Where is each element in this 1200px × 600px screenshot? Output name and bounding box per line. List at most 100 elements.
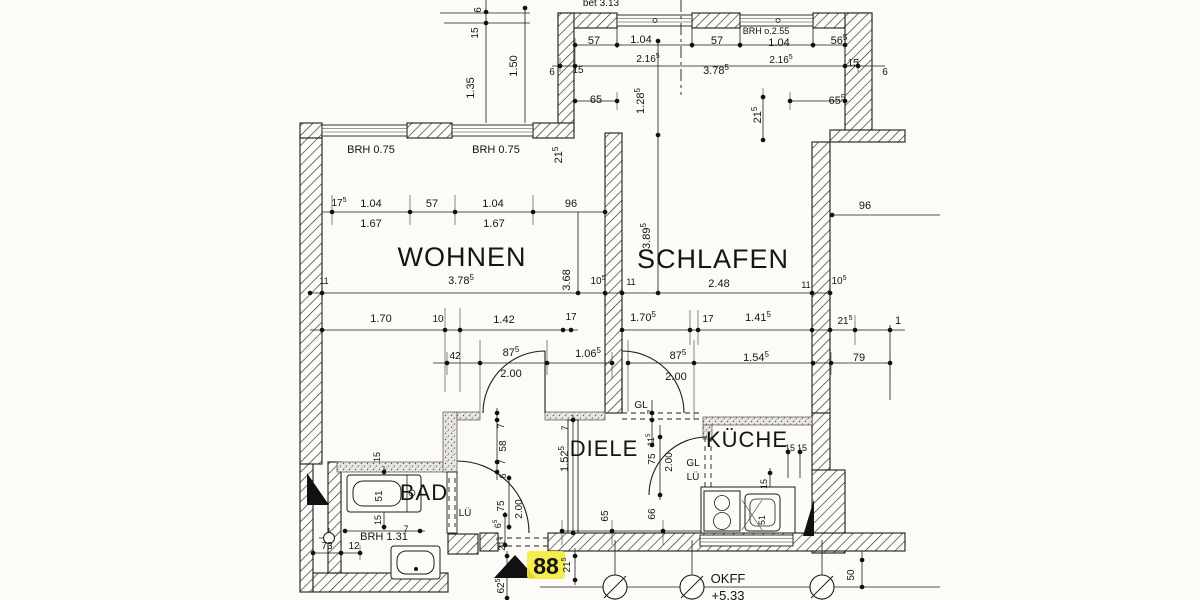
dim-label: 6 — [882, 67, 888, 78]
dim-label: 7 — [403, 524, 408, 534]
dim-label: 2.165 — [769, 54, 792, 66]
room-label-wohnen: WOHNEN — [398, 242, 527, 272]
window — [451, 124, 534, 137]
dim-label: 11 — [801, 280, 810, 290]
dim-label: 3.68 — [561, 269, 573, 290]
wall — [327, 461, 342, 574]
dim-label: 2.48 — [708, 278, 729, 290]
dim-label: 1.04 — [360, 198, 381, 210]
dim-label: 15 — [785, 443, 795, 453]
wall — [844, 12, 873, 142]
wall — [811, 412, 831, 471]
door-arcs — [456, 350, 708, 534]
unit-number-highlight — [527, 551, 565, 579]
window — [321, 124, 408, 137]
dim-label: 1 — [895, 315, 901, 327]
dim-label: 50 — [846, 569, 857, 581]
window — [739, 14, 814, 27]
axis-marker — [602, 574, 628, 600]
dim-label: 58 — [498, 440, 509, 452]
dim-label: 3.785 — [703, 63, 729, 77]
dim-label: 2.00 — [664, 452, 675, 472]
dim-label: 51 — [757, 515, 767, 525]
dim-label: 115 — [646, 433, 656, 446]
dim-label: 57 — [711, 35, 723, 47]
note-label: LÜ — [459, 507, 472, 519]
dim-label: 7 — [497, 459, 507, 464]
dim-label: 65 — [493, 519, 503, 528]
dim-label: 96 — [859, 200, 871, 212]
dim-label: 3.785 — [448, 273, 474, 287]
wall — [811, 141, 831, 414]
dim-label: 42 — [449, 351, 461, 362]
axis-marker — [809, 574, 835, 600]
window — [616, 14, 693, 27]
dim-label: 2.00 — [514, 499, 525, 519]
note-label: BRH 1.31 — [360, 531, 408, 543]
wall-wedge — [307, 473, 329, 505]
note-label: GL — [686, 458, 700, 469]
dim-label: 3.895 — [639, 223, 653, 249]
bathtub — [346, 474, 422, 513]
dim-label: 15 — [373, 515, 383, 525]
dim-label: 57 — [426, 198, 438, 210]
windows — [321, 14, 814, 547]
dim-label: 1.70 — [370, 313, 391, 325]
dim-label: 65 — [590, 94, 602, 106]
wall — [447, 533, 479, 555]
dim-label: 15 — [470, 27, 481, 39]
partition-wall — [336, 461, 448, 473]
walls — [299, 12, 906, 593]
dim-label: 1.705 — [630, 310, 656, 324]
dim-label: 12 — [348, 541, 360, 552]
note-label: BRH 0.75 — [472, 144, 520, 156]
dim-label: 17 — [702, 314, 714, 325]
wall — [479, 532, 499, 552]
note-label: GL — [634, 400, 648, 411]
dim-label: 79 — [853, 352, 865, 364]
note-label: BRH o.2.55 — [743, 26, 790, 36]
washbasin — [390, 545, 441, 580]
dim-label: 15 — [759, 479, 769, 489]
dim-label: 7 — [560, 425, 570, 430]
thin-wall — [446, 471, 458, 534]
entrance-arrow — [494, 555, 536, 578]
dim-label: 75 — [496, 500, 507, 512]
dim-label: 215 — [497, 537, 507, 551]
note-label: BRH 0.75 — [347, 144, 395, 156]
partition-wall — [702, 424, 713, 440]
axis-marker — [679, 574, 705, 600]
dim-label: 2.165 — [636, 53, 659, 65]
dim-label: 10 — [432, 314, 444, 325]
partition-wall — [702, 416, 813, 426]
dim-label: 51 — [374, 490, 385, 502]
room-label-bad: BAD — [400, 480, 448, 505]
dim-label: 96 — [565, 198, 577, 210]
wall — [532, 122, 575, 139]
dim-label: 15 — [572, 65, 584, 76]
note-label: +5.33 — [712, 588, 745, 600]
wall — [829, 129, 906, 143]
dim-label: 6 — [498, 473, 508, 478]
window — [699, 534, 794, 547]
dim-label: 2.00 — [500, 368, 521, 380]
wall — [406, 122, 453, 139]
dim-label: 15 — [847, 58, 859, 69]
note-label: bet 3.13 — [583, 0, 620, 9]
dim-label: 1.545 — [743, 350, 769, 364]
wall — [299, 137, 323, 465]
dim-label: 1.065 — [575, 346, 601, 360]
kitchen-stove — [741, 493, 781, 532]
dim-label: 57 — [588, 35, 600, 47]
dim-label: 6 — [473, 7, 484, 13]
dim-label: 7 — [646, 409, 656, 414]
dim-label: 1.525 — [557, 446, 571, 472]
room-label-schlafen: SCHLAFEN — [637, 244, 789, 274]
wall — [604, 132, 623, 414]
dim-label: 1.35 — [465, 77, 477, 98]
dim-label: 1.04 — [768, 37, 789, 49]
note-label: LÜ — [687, 471, 700, 483]
